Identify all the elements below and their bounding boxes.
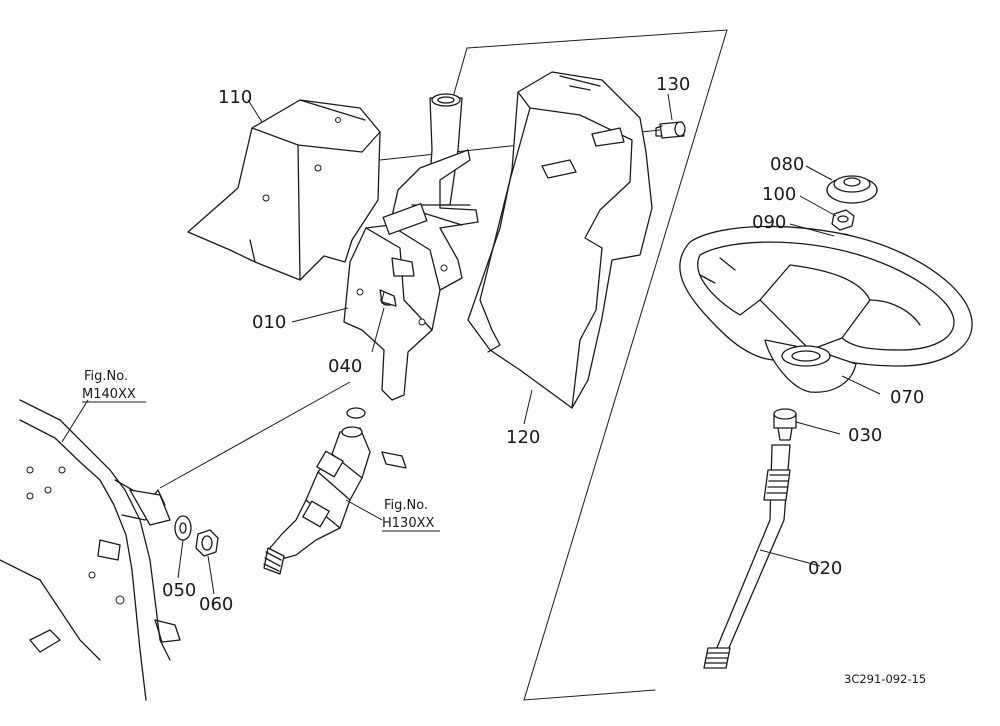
label-010: 010 — [252, 312, 286, 333]
label-070: 070 — [890, 387, 924, 408]
cover-screw-part[interactable] — [655, 121, 686, 139]
leader-lines — [61, 93, 881, 595]
column-bracket-part[interactable] — [343, 93, 479, 401]
steering-wheel-part[interactable] — [679, 225, 973, 393]
washer-part[interactable] — [174, 515, 192, 541]
label-090: 090 — [752, 212, 786, 233]
bracket-bolt-part[interactable] — [379, 289, 397, 307]
reference-h130xx[interactable]: Fig.No. H130XX — [382, 498, 440, 532]
label-130: 130 — [656, 74, 690, 95]
tractor-chassis-part[interactable] — [0, 399, 181, 701]
wheel-nut-part[interactable] — [831, 209, 855, 231]
reference-m140xx[interactable]: Fig.No. M140XX — [82, 369, 146, 403]
steering-shaft-part[interactable] — [703, 444, 791, 669]
label-020: 020 — [808, 558, 842, 579]
label-100: 100 — [762, 184, 796, 205]
label-080: 080 — [770, 154, 804, 175]
shaft-bushing-part[interactable] — [773, 408, 797, 441]
label-030: 030 — [848, 425, 882, 446]
label-050: 050 — [162, 580, 196, 601]
ref-m140xx-line1: Fig.No. — [84, 369, 128, 384]
label-040: 040 — [328, 356, 362, 377]
ref-h130xx-line2: H130XX — [382, 516, 434, 531]
ref-m140xx-line2: M140XX — [82, 387, 136, 402]
label-120: 120 — [506, 427, 540, 448]
drawing-code: 3C291-092-15 — [844, 672, 926, 686]
label-060: 060 — [199, 594, 233, 615]
ref-h130xx-line1: Fig.No. — [384, 498, 428, 513]
label-110: 110 — [218, 87, 252, 108]
wheel-cap-part[interactable] — [826, 175, 878, 204]
column-cover-front-part[interactable] — [187, 99, 381, 281]
nut-part[interactable] — [195, 529, 219, 557]
universal-joint-part[interactable] — [263, 426, 407, 575]
small-ring — [346, 407, 366, 419]
column-cover-rear-part[interactable] — [467, 71, 653, 409]
assembly-line-bracket — [159, 381, 351, 489]
